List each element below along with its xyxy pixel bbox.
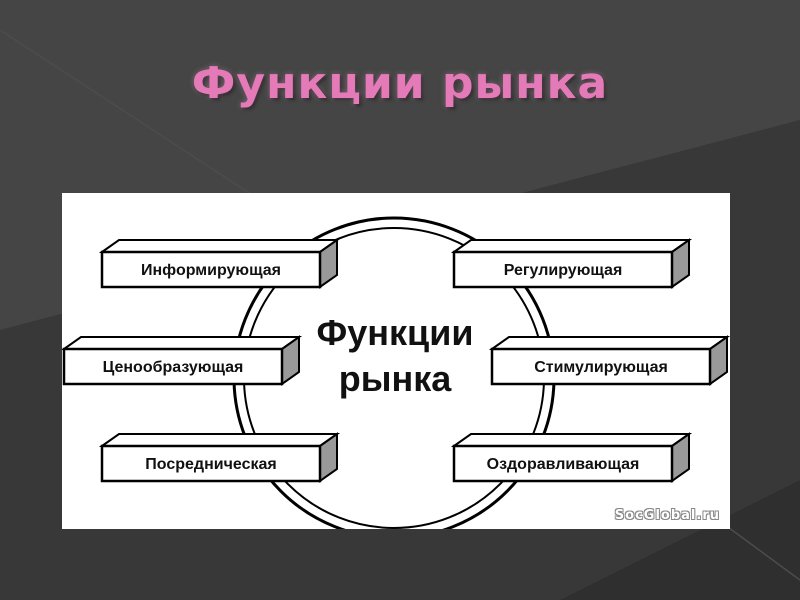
diagram-panel: Функции рынка Информирующая Ценообразующ… (62, 193, 730, 529)
function-box-intermediary: Посредническая (98, 432, 341, 483)
slide-title: Функции рынка (191, 58, 609, 109)
function-box-sanitizing: Оздоравливающая (450, 432, 693, 483)
function-box-stimulating: Стимулирующая (488, 335, 730, 386)
watermark: SocGlobal.ru (614, 508, 720, 523)
function-box-informing: Информирующая (98, 238, 341, 289)
function-box-label: Информирующая (141, 262, 281, 279)
market-functions-diagram: Функции рынка Информирующая Ценообразующ… (62, 216, 730, 529)
function-box-label: Регулирующая (504, 262, 623, 279)
center-title-line1: Функции (317, 312, 474, 353)
function-box-pricing: Ценообразующая (62, 335, 303, 386)
function-box-label: Оздоравливающая (487, 456, 640, 473)
function-box-regulating: Регулирующая (450, 238, 693, 289)
function-box-label: Ценообразующая (103, 359, 244, 376)
center-title-line2: рынка (339, 358, 452, 399)
function-box-label: Стимулирующая (534, 359, 668, 376)
function-box-label: Посредническая (145, 456, 276, 473)
